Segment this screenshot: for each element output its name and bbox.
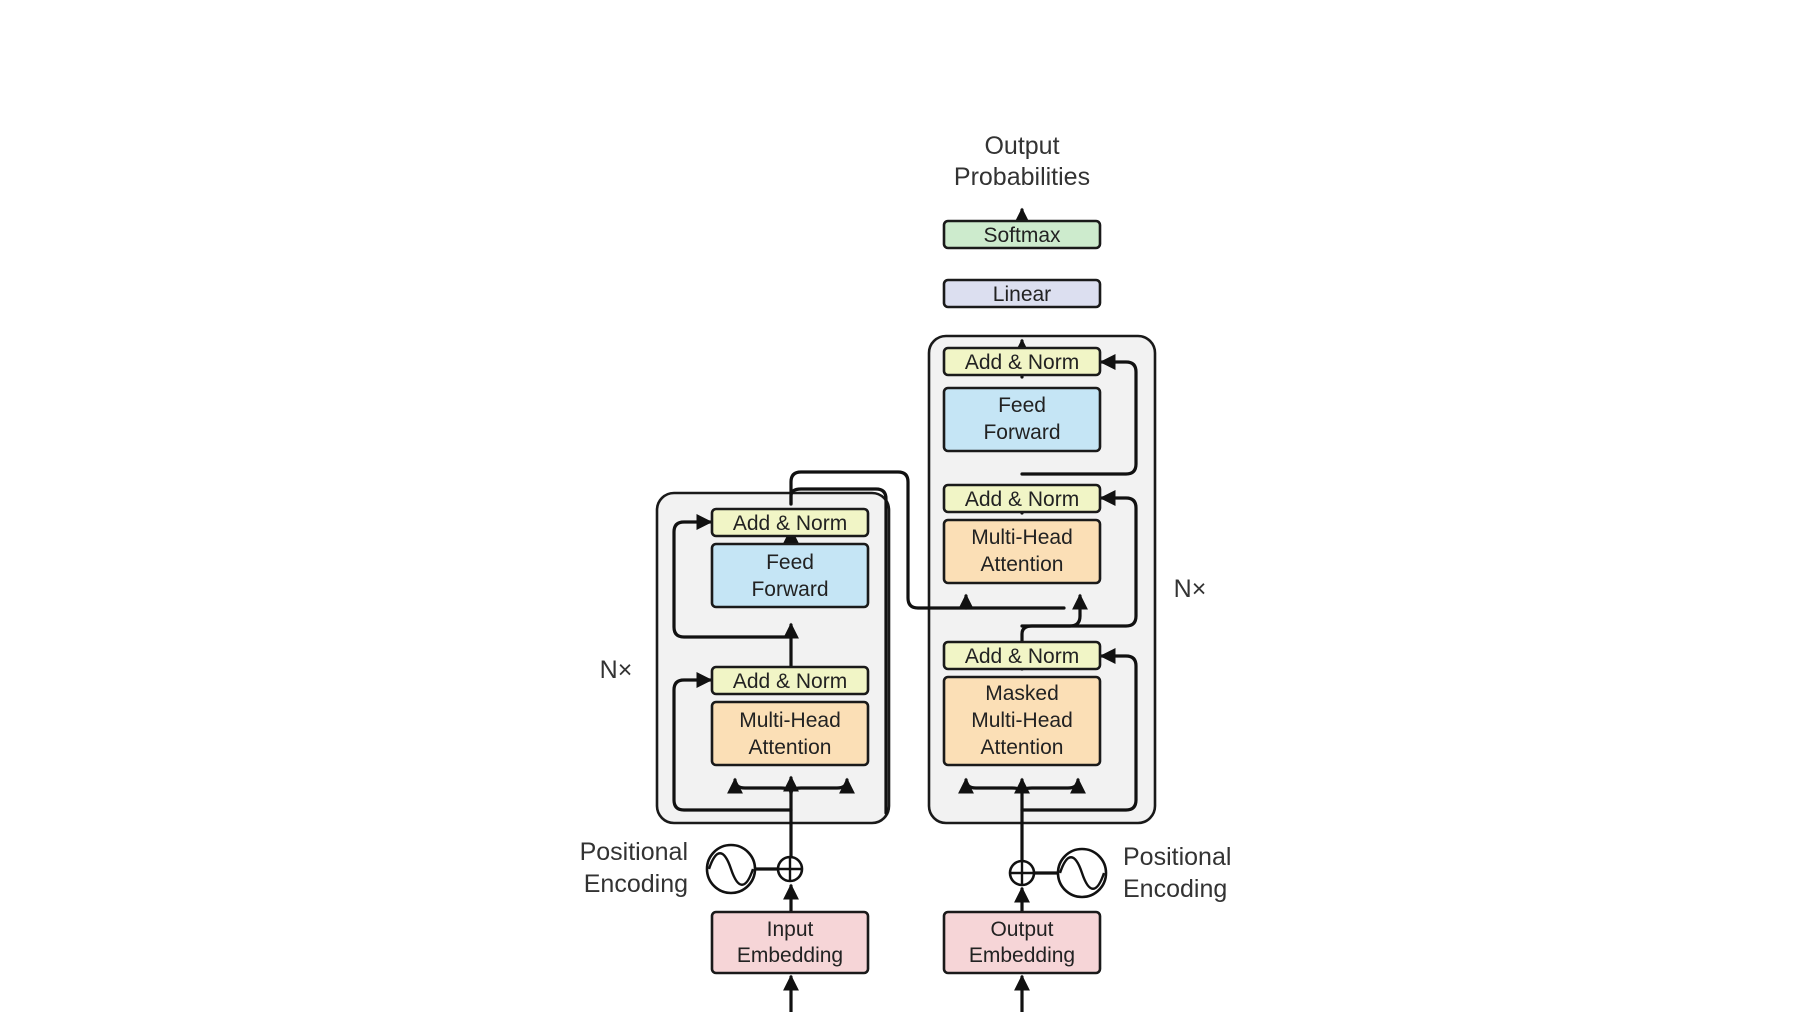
- decoder-cross-attention-box: [942, 518, 1102, 585]
- encoder-feed-forward-label-line1: Feed: [766, 551, 814, 574]
- decoder-repeat-label: N×: [1174, 575, 1207, 603]
- encoder-add-norm-top-box: [710, 507, 870, 538]
- input-embedding-box: [710, 910, 870, 975]
- decoder-masked-attention-box: [942, 675, 1102, 767]
- input-embedding-label-line2: Embedding: [737, 944, 843, 967]
- encoder-add-norm-bottom: Add & Norm: [710, 665, 870, 696]
- encoder-positional-encoding-label-line1: Positional: [580, 838, 688, 866]
- decoder-masked-attention-label-line2: Multi-Head: [971, 709, 1073, 732]
- output-probabilities-label-line2: Probabilities: [954, 163, 1090, 191]
- output-embedding: Output Embedding: [942, 910, 1102, 975]
- encoder-feed-forward-box: [710, 542, 870, 609]
- encoder-attention-label-line2: Attention: [749, 736, 832, 759]
- encoder-multi-head-attention: Multi-Head Attention: [710, 700, 870, 767]
- softmax-box: [942, 219, 1102, 250]
- output-probabilities-label-line1: Output: [984, 132, 1059, 160]
- encoder-add-norm-bottom-box: [710, 665, 870, 696]
- encoder-attention-box: [710, 700, 870, 767]
- encoder-repeat-label: N×: [600, 656, 633, 684]
- encoder-add-norm-top-label: Add & Norm: [733, 512, 847, 535]
- encoder-feed-forward: Feed Forward: [710, 542, 870, 609]
- connection-lines: [672, 207, 1138, 1012]
- encoder-attention-label-line1: Multi-Head: [739, 709, 841, 732]
- decoder-positional-encoding: Positional Encoding: [1008, 843, 1231, 903]
- encoder-sine-wave-curve: [707, 852, 755, 886]
- output-embedding-label-line2: Embedding: [969, 944, 1075, 967]
- encoder-add-norm-top: Add & Norm: [710, 507, 870, 538]
- decoder-add-norm-top-label: Add & Norm: [965, 351, 1079, 374]
- decoder-add-norm-bottom-box: [942, 640, 1102, 671]
- decoder-masked-attention-label-line3: Attention: [981, 736, 1064, 759]
- decoder-add-norm-middle: Add & Norm: [942, 483, 1102, 514]
- decoder-masked-multi-head-attention: Masked Multi-Head Attention: [942, 675, 1102, 767]
- decoder-add-norm-bottom: Add & Norm: [942, 640, 1102, 671]
- encoder-add-norm-bottom-label: Add & Norm: [733, 670, 847, 693]
- decoder-multi-head-attention: Multi-Head Attention: [942, 518, 1102, 585]
- linear-layer: Linear: [942, 278, 1102, 309]
- decoder-add-norm-middle-box: [942, 483, 1102, 514]
- decoder-positional-encoding-label-line1: Positional: [1123, 843, 1231, 871]
- decoder-cross-attention-label-line2: Attention: [981, 553, 1064, 576]
- input-embedding: Input Embedding: [710, 910, 870, 975]
- softmax-layer: Softmax: [942, 219, 1102, 250]
- decoder-feed-forward-label-line2: Forward: [983, 421, 1060, 444]
- softmax-label: Softmax: [983, 224, 1061, 247]
- encoder-stack: [655, 491, 891, 825]
- encoder-positional-encoding-label-line2: Encoding: [584, 870, 688, 898]
- decoder-feed-forward-label-line1: Feed: [998, 394, 1046, 417]
- decoder-positional-encoding-label-line2: Encoding: [1123, 875, 1227, 903]
- decoder-sine-wave-curve: [1058, 856, 1106, 890]
- encoder-feed-forward-label-line2: Forward: [751, 578, 828, 601]
- decoder-feed-forward-box: [942, 386, 1102, 453]
- output-embedding-box: [942, 910, 1102, 975]
- decoder-add-norm-top-box: [942, 346, 1102, 377]
- decoder-feed-forward: Feed Forward: [942, 386, 1102, 453]
- linear-box: [942, 278, 1102, 309]
- decoder-masked-attention-label-line1: Masked: [985, 682, 1059, 705]
- decoder-add-norm-middle-label: Add & Norm: [965, 488, 1079, 511]
- decoder-cross-attention-label-line1: Multi-Head: [971, 526, 1073, 549]
- linear-label: Linear: [993, 283, 1051, 306]
- decoder-add-norm-bottom-label: Add & Norm: [965, 645, 1079, 668]
- encoder-positional-encoding: Positional Encoding: [580, 838, 804, 898]
- input-embedding-label-line1: Input: [767, 918, 814, 941]
- decoder-add-norm-top: Add & Norm: [942, 346, 1102, 377]
- output-embedding-label-line1: Output: [990, 918, 1053, 941]
